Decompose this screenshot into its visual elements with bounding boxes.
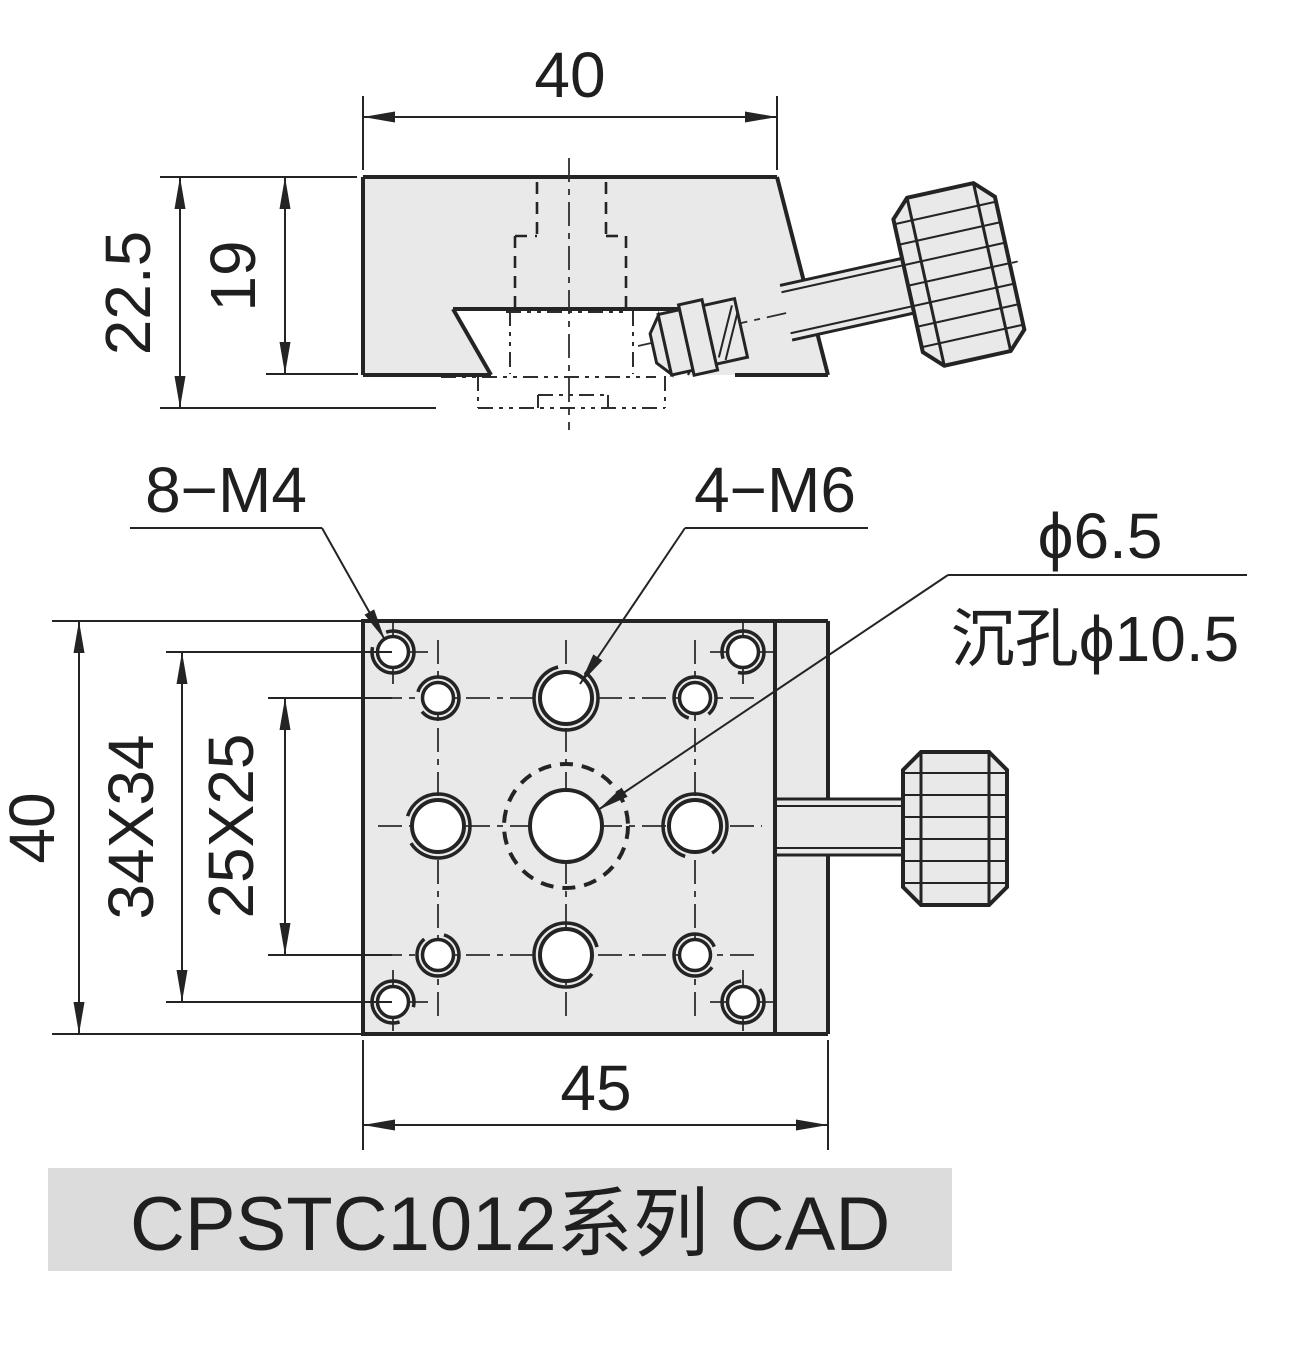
dim-text-22-5: 22.5 [92,231,164,356]
dim-square-outer: 34X34 [95,651,392,1003]
dim-height-overall: 22.5 [92,176,436,409]
center-hole [502,762,630,890]
title-background [48,1168,952,1271]
knob-shaft-plan [775,799,903,855]
m6-hole [404,792,472,860]
m4-hole [720,629,766,675]
dim-text-45: 45 [560,1052,631,1124]
label-4-m6: 4−M6 [694,454,856,526]
plan-view: 8−M4 4−M6 ϕ6.5 沉孔ϕ10.5 40 [0,454,1247,1150]
adjustment-knob-side[interactable] [767,179,1028,396]
counterbore-circle [502,762,630,890]
dim-text-19: 19 [197,240,269,311]
dovetail-notch [453,309,717,375]
hidden-bore-lines [513,182,628,308]
side-elevation-view: 40 22.5 19 [92,39,1028,430]
dim-width-bottom: 45 [362,1040,829,1150]
label-dia-6-5: ϕ6.5 [1038,500,1163,572]
plate-outline [361,619,777,1036]
dim-text-34x34: 34X34 [95,734,167,919]
leader-4-m6: 4−M6 [579,454,868,685]
m4-hole [415,675,461,721]
label-8-m4: 8−M4 [145,454,307,526]
through-hole-circle [528,788,604,864]
knurl-lines [895,200,1023,348]
locking-screw-head [648,296,750,378]
m4-mounting-holes [370,629,766,1025]
m6-hole [661,792,729,860]
m6-mounting-holes [404,664,729,989]
leader-8-m4: 8−M4 [130,454,386,641]
dim-square-inner: 25X25 [195,697,392,956]
phantom-dovetail-lines [441,311,666,409]
dim-height-body: 19 [197,177,358,375]
leader-center-hole: ϕ6.5 沉孔ϕ10.5 [597,500,1247,811]
title-block: CPSTC1012系列 CAD [48,1168,952,1271]
m6-hole [532,921,600,989]
dim-width-top: 40 [362,39,778,170]
m4-hole [720,979,766,1025]
dim-text-40-top: 40 [534,39,605,111]
adjustment-knob-plan[interactable] [901,750,1009,907]
dim-text-25x25: 25X25 [195,733,267,918]
knob-shaft-lines [775,797,903,857]
m6-hole [532,664,600,732]
m4-hole [672,932,718,978]
m4-hole [415,932,461,978]
m4-hole [370,979,416,1025]
dim-text-40-left: 40 [0,792,68,863]
dim-height-left: 40 [0,620,361,1035]
label-counterbore-10-5: 沉孔ϕ10.5 [951,603,1239,675]
drawing-title: CPSTC1012系列 CAD [130,1182,890,1267]
side-strip-outline [775,619,830,1036]
m4-hole [672,675,718,721]
